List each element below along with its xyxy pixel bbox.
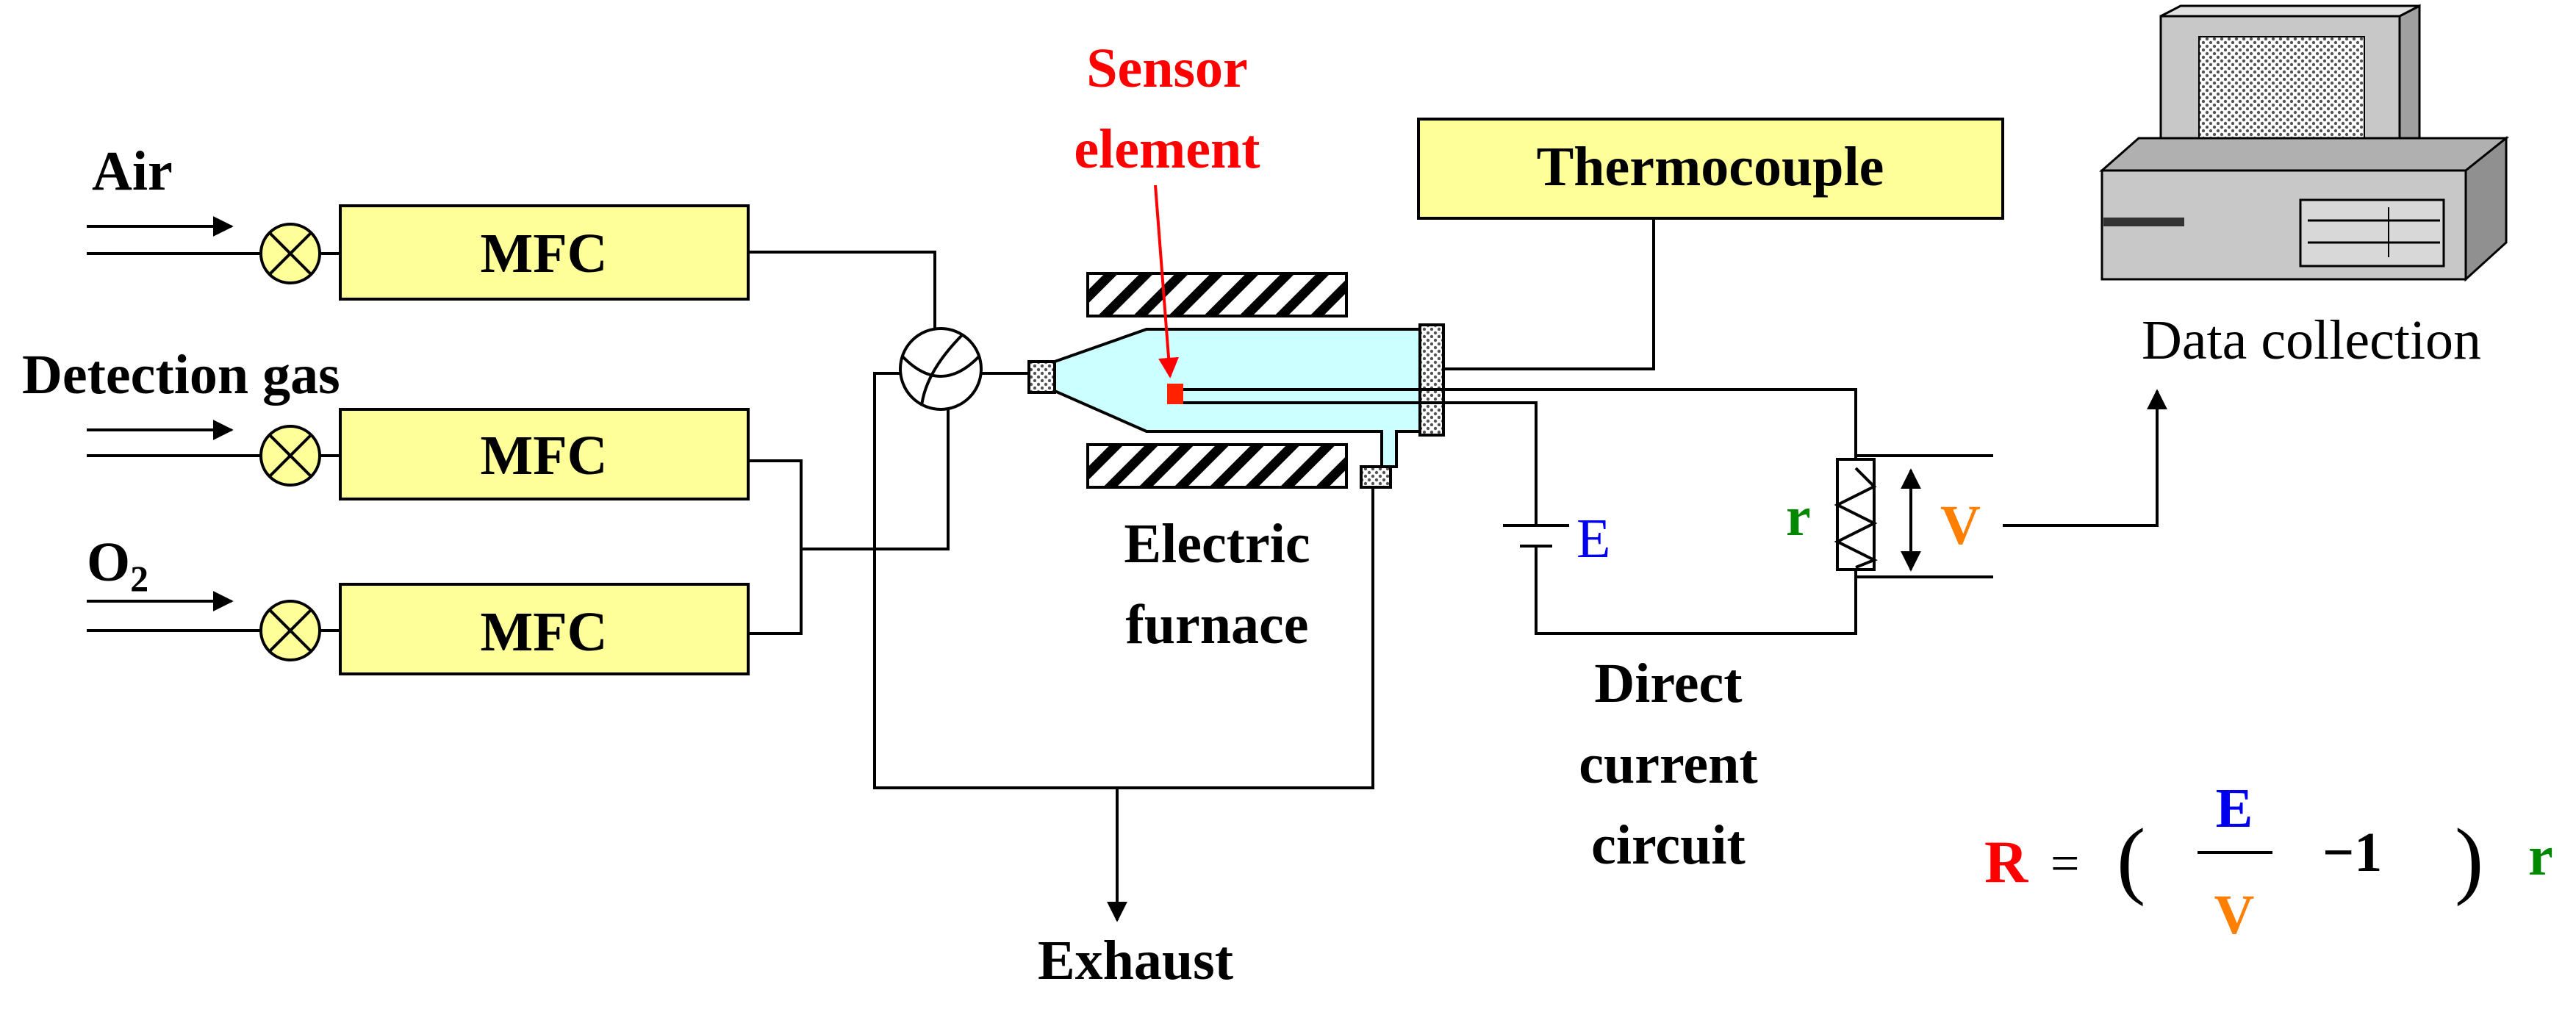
- tube-end-plug: [1418, 323, 1445, 437]
- voltage-label: V: [1940, 495, 1981, 556]
- detection-gas-label: Detection gas: [22, 344, 340, 406]
- source-label: E: [1576, 508, 1610, 570]
- mfc-box-air: [339, 204, 750, 301]
- valve-icon: [259, 425, 321, 487]
- o2-label: O2: [87, 531, 148, 599]
- thermocouple-box: [1417, 118, 2004, 220]
- sensor-element-callout: Sensor element: [1074, 37, 1260, 378]
- furnace-heater-bottom: [1086, 443, 1348, 489]
- formula-multiplier: r: [2528, 825, 2553, 887]
- data-collection-label: Data collection: [2142, 309, 2481, 371]
- formula-equals: =: [2051, 836, 2079, 892]
- tube-outlet-plug: [1360, 465, 1392, 489]
- tube-inlet-plug: [1027, 360, 1056, 394]
- formula-open-paren: (: [2117, 811, 2145, 907]
- mfc-box-o2: [339, 583, 750, 675]
- gas-input-air: Air MFC: [87, 140, 750, 301]
- gas-piping: Exhaust: [748, 251, 1374, 991]
- mfc-box-detection: [339, 408, 750, 500]
- gas-input-detection: Detection gas MFC: [22, 344, 750, 500]
- circuit-label-line2: current: [1579, 733, 1757, 795]
- gas-input-o2: O2 MFC: [87, 531, 750, 675]
- resistor-icon: [1834, 458, 1878, 571]
- computer-screen: [2198, 36, 2365, 155]
- formula-denominator: V: [2214, 884, 2255, 946]
- furnace-label-line2: furnace: [1125, 594, 1308, 656]
- formula-close-paren: ): [2455, 811, 2483, 907]
- dc-circuit: E r V Direct current circuit: [1443, 388, 2167, 876]
- exhaust-label: Exhaust: [1038, 930, 1233, 991]
- formula-minus-one: −1: [2322, 822, 2382, 883]
- valve-icon: [259, 223, 321, 284]
- reaction-tube: [1053, 328, 1421, 468]
- computer-monitor-top: [2160, 4, 2420, 18]
- computer-icon: [2099, 4, 2510, 282]
- electric-furnace: Electric furnace: [1027, 272, 1445, 656]
- sensor-arrow: [1154, 184, 1180, 378]
- thermocouple: Thermocouple: [1417, 118, 2004, 370]
- mfc-label-air: MFC: [480, 223, 607, 284]
- air-label: Air: [92, 140, 173, 202]
- sensor-label-line1: Sensor: [1086, 37, 1248, 99]
- computer-case-top: [2099, 137, 2510, 172]
- mfc-label-o2: MFC: [480, 601, 607, 663]
- resistance-formula: R = ( E V −1 ) r: [1984, 778, 2553, 946]
- sensor-label-line2: element: [1074, 118, 1260, 180]
- formula-numerator: E: [2216, 778, 2253, 839]
- furnace-label-line1: Electric: [1124, 513, 1310, 575]
- mfc-label-detection: MFC: [480, 425, 607, 487]
- resistor-label: r: [1786, 486, 1811, 548]
- circuit-label-line1: Direct: [1594, 653, 1742, 714]
- formula-lhs: R: [1984, 828, 2028, 895]
- battery-icon: [1503, 524, 1569, 548]
- circuit-label-line3: circuit: [1591, 814, 1746, 876]
- valve-icon: [259, 600, 321, 661]
- furnace-heater-top: [1086, 272, 1348, 317]
- mixing-valve-icon: [899, 327, 983, 411]
- thermocouple-label: Thermocouple: [1537, 136, 1884, 198]
- sensor-element-marker: [1167, 384, 1183, 404]
